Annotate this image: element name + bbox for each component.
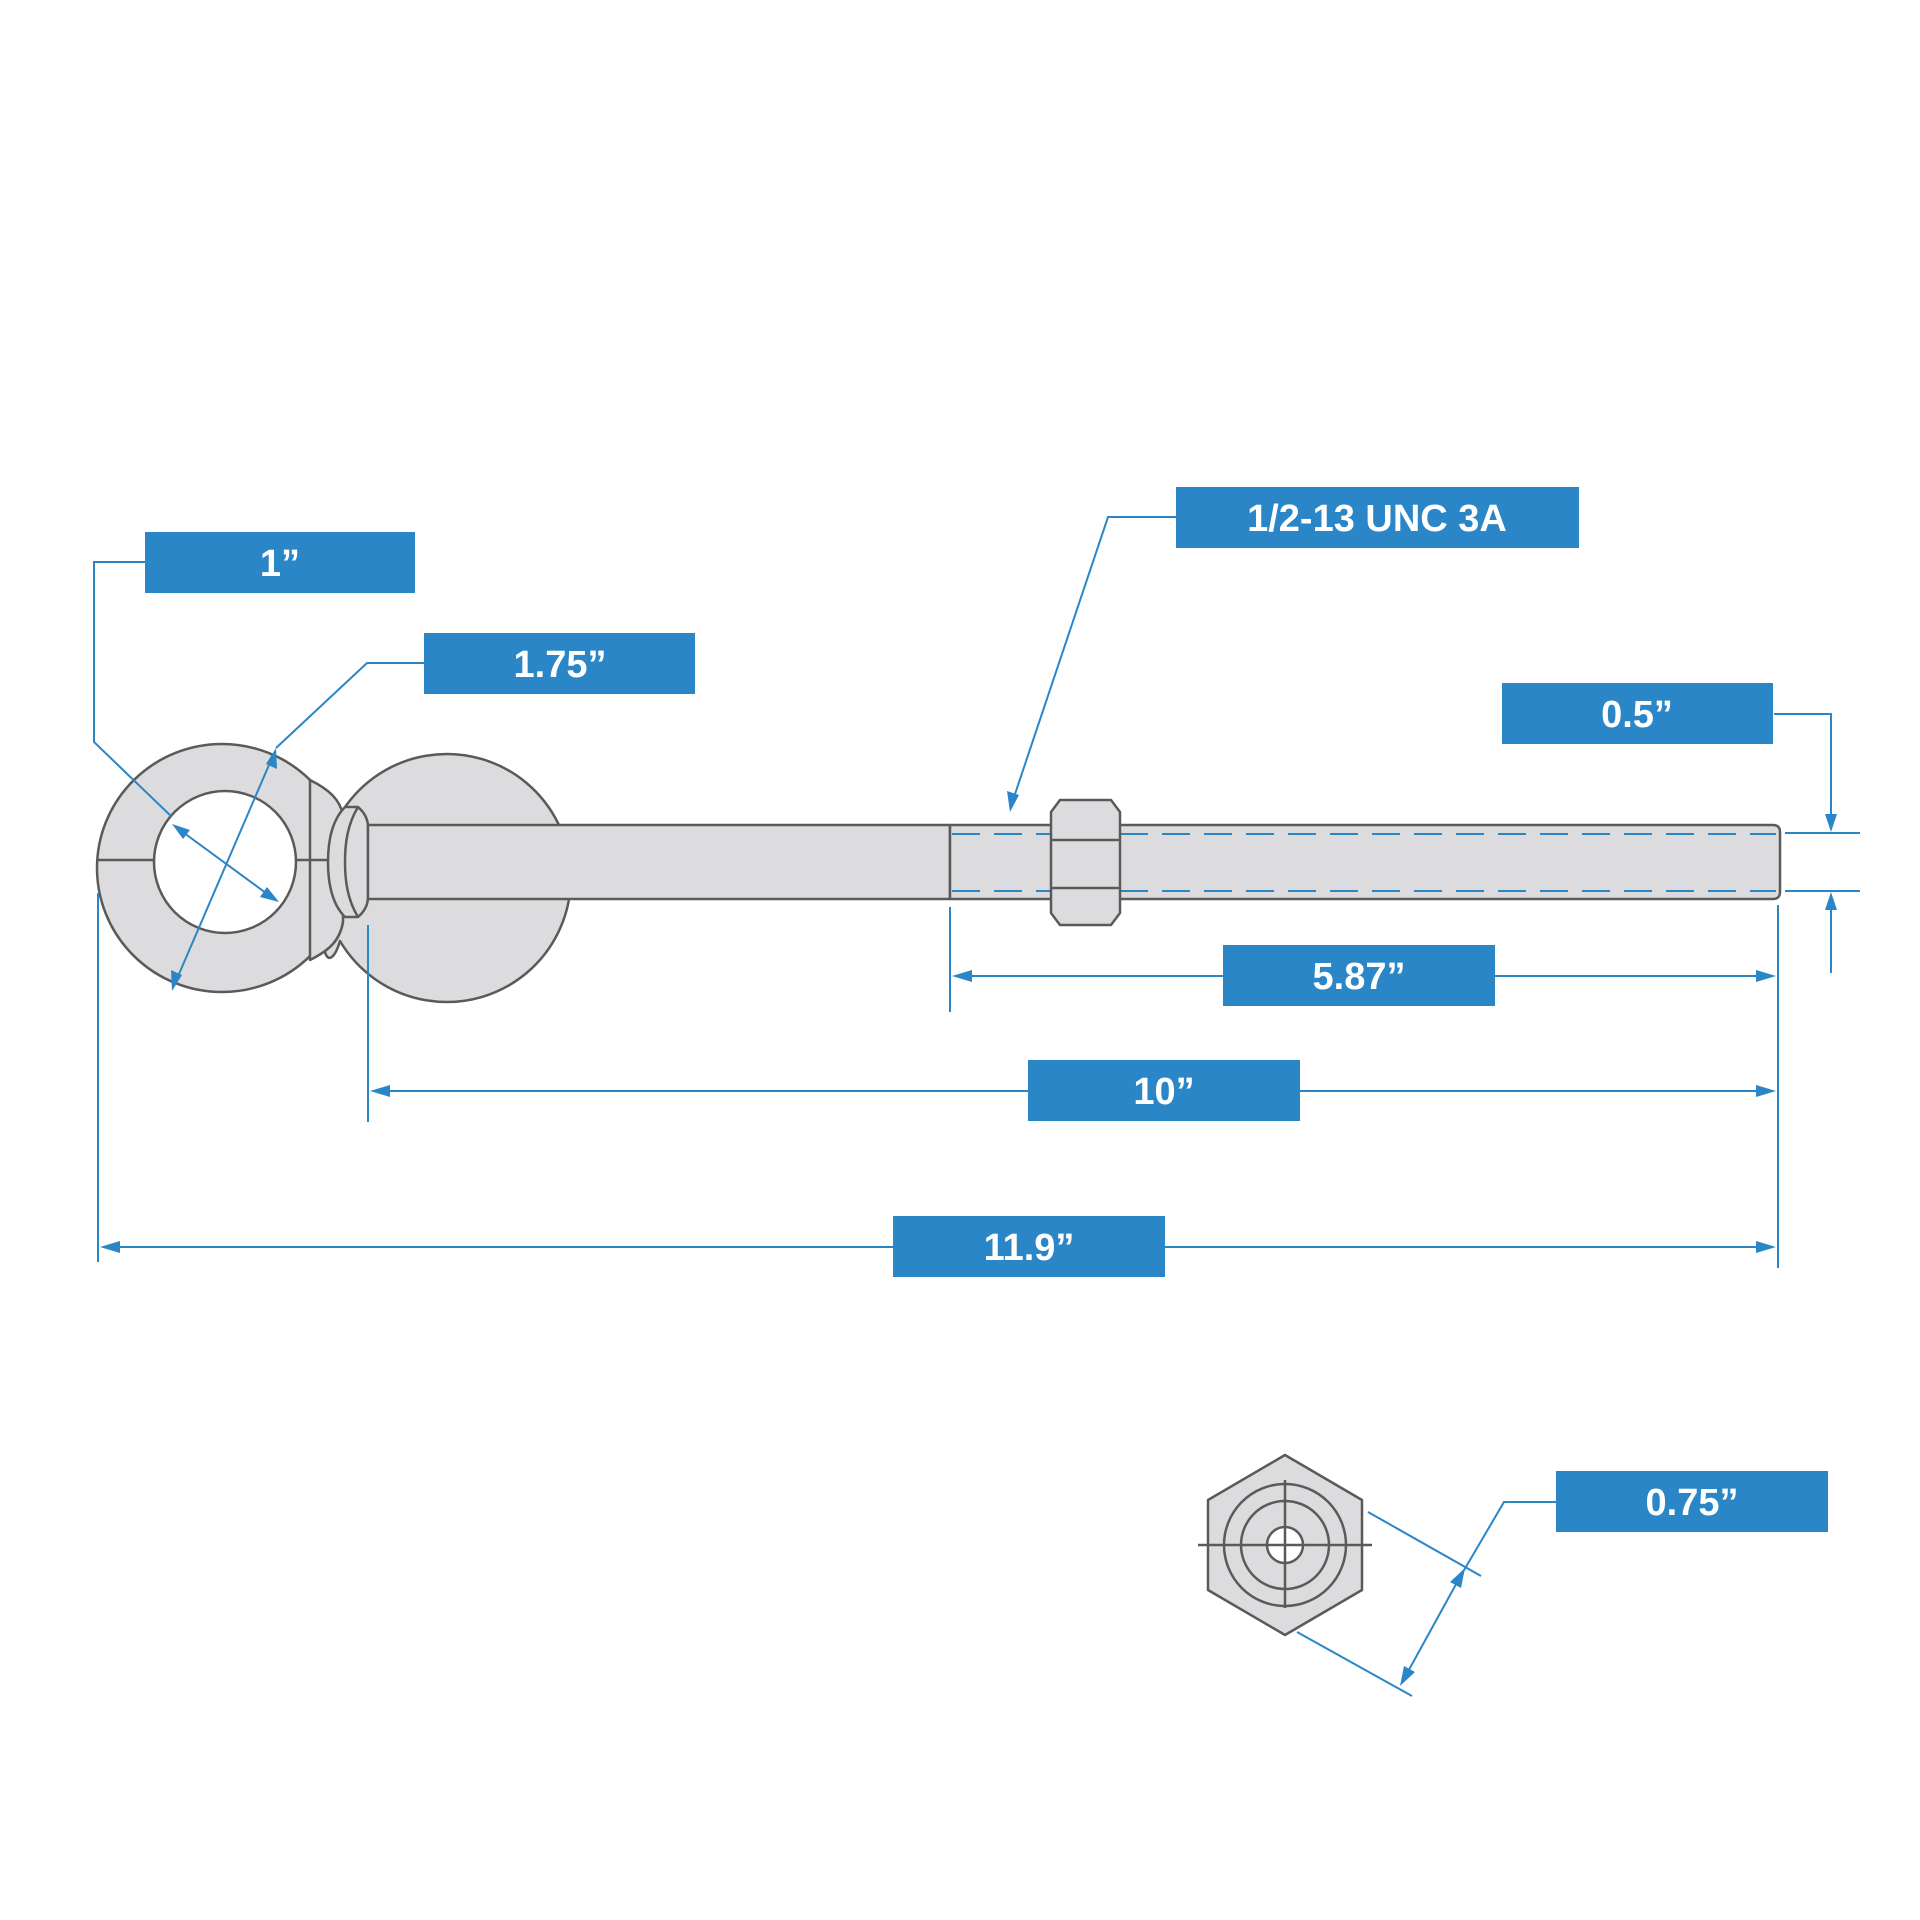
arrow-overall-right — [1756, 1241, 1776, 1253]
leader-eye-outer — [275, 662, 424, 749]
arrow-shank-dia-top — [1825, 814, 1837, 832]
arrow-thread-length-right — [1756, 970, 1776, 982]
dim-eye-inner — [179, 829, 271, 897]
arrow-eye-outer-a — [266, 748, 277, 769]
label-shank-diameter-text: 0.5” — [1601, 694, 1673, 736]
label-thread-length: 5.87” — [1223, 945, 1495, 1006]
leader-thread-spec — [1011, 516, 1176, 804]
label-thread-spec: 1/2-13 UNC 3A — [1176, 487, 1579, 548]
label-nut-across-flats-text: 0.75” — [1646, 1482, 1739, 1524]
arrow-shank-dia-bottom — [1825, 892, 1837, 910]
arrow-nut-flats-bottom — [1400, 1666, 1415, 1686]
label-thread-length-text: 5.87” — [1313, 956, 1406, 998]
collar-curve — [343, 806, 360, 918]
ext-nut-flat-top — [1367, 1511, 1482, 1577]
collar — [326, 805, 370, 919]
label-shank-diameter: 0.5” — [1502, 683, 1773, 744]
label-eye-inner: 1” — [145, 532, 415, 593]
arrow-thread-spec — [1007, 791, 1019, 812]
leader-nut-flats — [1459, 1501, 1556, 1578]
eye-bolt — [95, 742, 1782, 1004]
dim-eye-outer — [175, 757, 273, 982]
leader-shank-dia — [1774, 713, 1832, 822]
label-overall-length: 11.9” — [893, 1216, 1165, 1277]
label-shank-length: 10” — [1028, 1060, 1300, 1121]
label-nut-across-flats: 0.75” — [1556, 1471, 1828, 1532]
label-shank-length-text: 10” — [1133, 1071, 1194, 1113]
label-thread-spec-text: 1/2-13 UNC 3A — [1247, 498, 1507, 540]
ext-nut-flat-bottom — [1296, 1631, 1413, 1697]
arrow-eye-inner-a — [172, 824, 190, 839]
label-eye-inner-text: 1” — [260, 543, 300, 585]
arrow-thread-length-left — [952, 970, 972, 982]
arrow-eye-inner-b — [260, 887, 279, 902]
label-overall-length-text: 11.9” — [984, 1227, 1075, 1269]
hex-nut-end-view — [1198, 1453, 1372, 1637]
plain-shank — [366, 823, 952, 901]
leader-eye-inner — [93, 561, 173, 818]
arrow-overall-left — [100, 1241, 120, 1253]
threaded-shank — [948, 823, 1782, 901]
dim-nut-flats — [1404, 1576, 1461, 1678]
arrow-shank-length-right — [1756, 1085, 1776, 1097]
hex-nut-side — [1049, 798, 1122, 927]
dimension-labels: 1” 1.75” 1/2-13 UNC 3A 0.5” 5.87” 10” 11… — [145, 487, 1828, 1532]
arrow-eye-outer-b — [171, 970, 182, 991]
label-eye-outer-text: 1.75” — [514, 644, 607, 686]
label-eye-outer: 1.75” — [424, 633, 695, 694]
arrow-shank-length-left — [370, 1085, 390, 1097]
